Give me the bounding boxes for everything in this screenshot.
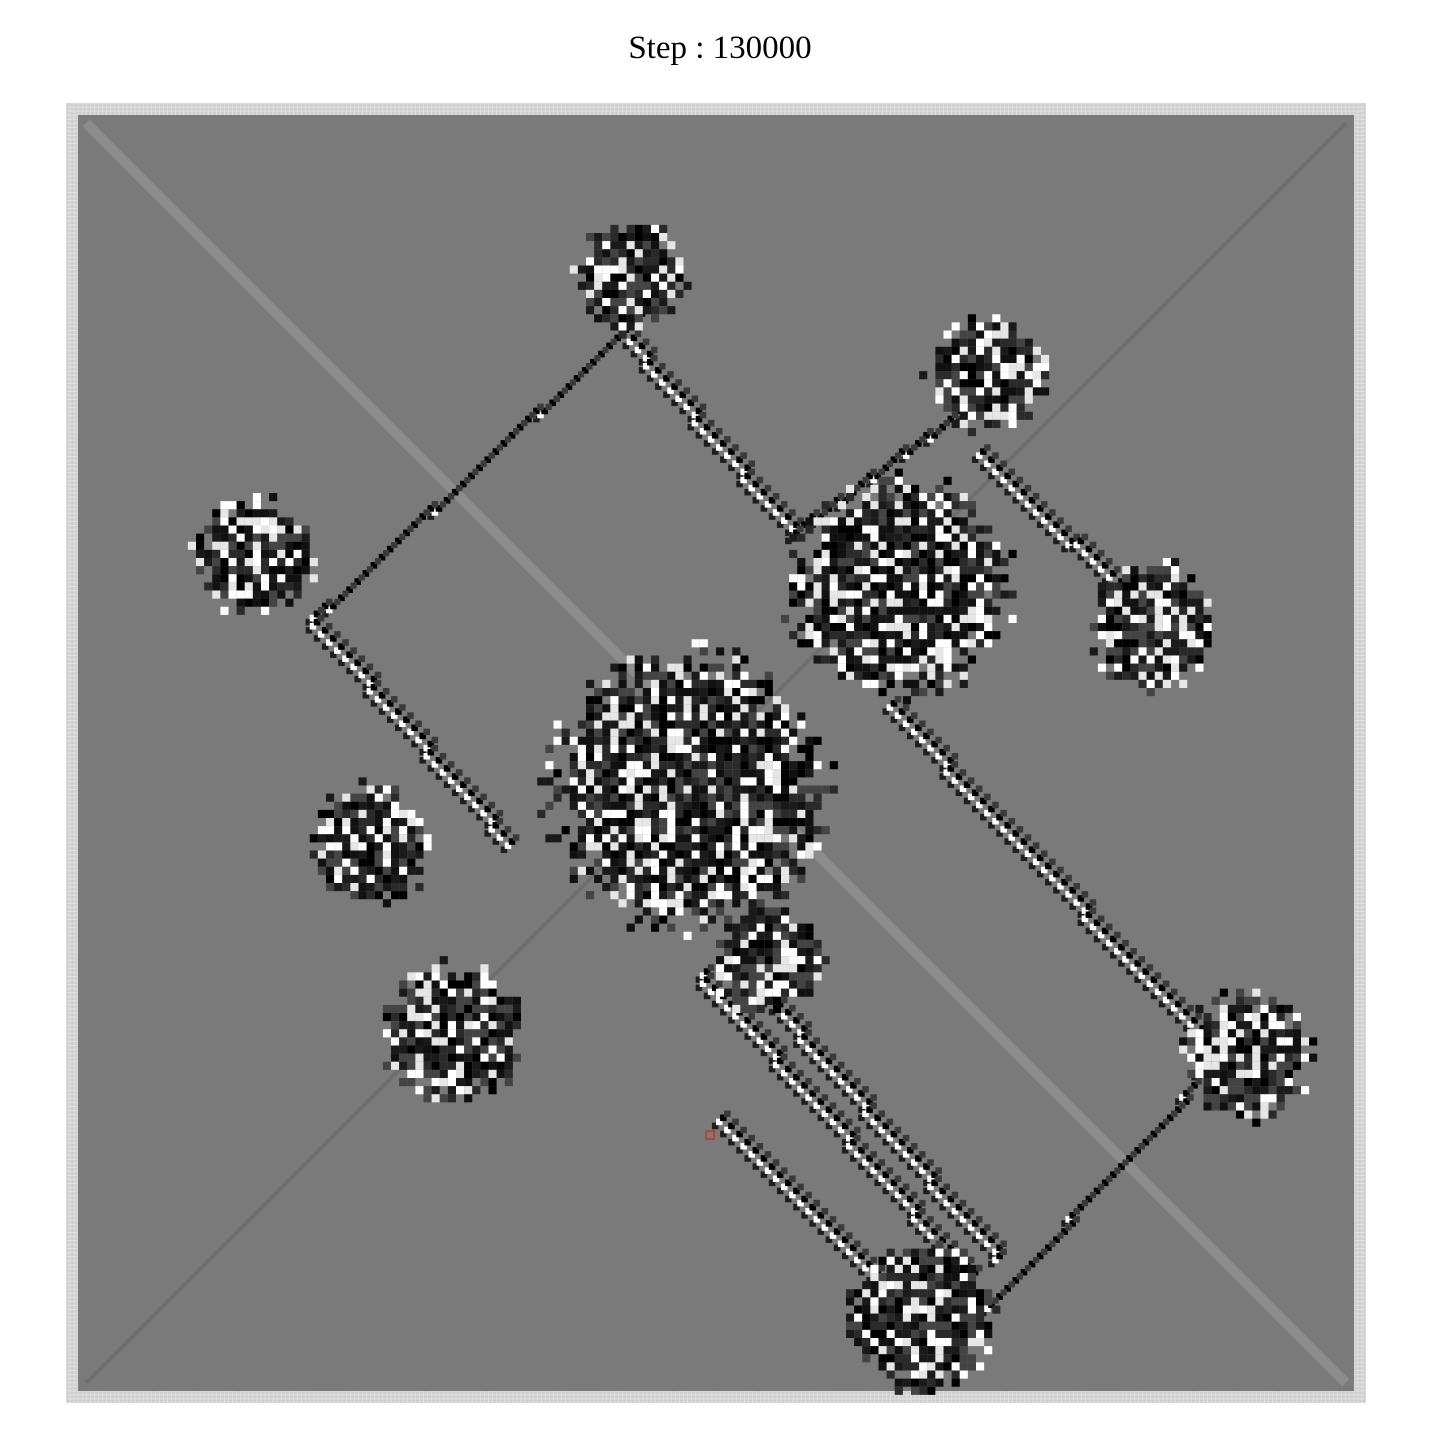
blob-bottom <box>846 1240 1001 1395</box>
blob-lower-left <box>382 956 521 1103</box>
trail-3 <box>622 330 804 537</box>
trail-2 <box>305 606 520 853</box>
blob-left <box>187 493 318 615</box>
blob-top <box>569 224 692 339</box>
blob-mid-left <box>309 777 432 908</box>
agent-marker <box>705 1130 715 1140</box>
blob-top-right <box>919 314 1050 437</box>
blob-right <box>1089 558 1212 697</box>
trail-1 <box>305 306 650 626</box>
blob-far-right <box>1179 988 1318 1127</box>
blob-center-lower <box>716 899 830 1013</box>
simulation-grid <box>66 103 1366 1403</box>
blob-center <box>537 639 838 940</box>
blob-center-right <box>781 468 1017 705</box>
step-title: Step : 130000 <box>628 30 812 66</box>
trail-6 <box>882 696 1235 1065</box>
grid-canvas <box>66 103 1366 1403</box>
